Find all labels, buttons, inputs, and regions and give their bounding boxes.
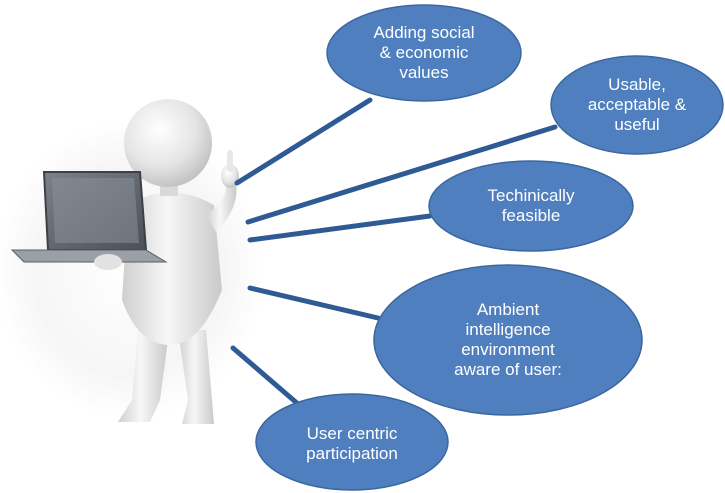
connector-feasible (247, 213, 433, 243)
connectors (230, 97, 558, 407)
connector-user (230, 345, 301, 407)
node-user-shape (255, 393, 449, 491)
connector-ambient (247, 285, 381, 321)
nodes (255, 4, 724, 491)
connector-social (234, 97, 373, 186)
person-with-laptop-icon (10, 99, 239, 424)
node-feasible-shape (428, 160, 634, 252)
node-social-shape (326, 4, 522, 102)
node-ambient-shape (373, 264, 643, 416)
connector-usable (245, 124, 558, 225)
node-usable-shape (550, 55, 724, 155)
